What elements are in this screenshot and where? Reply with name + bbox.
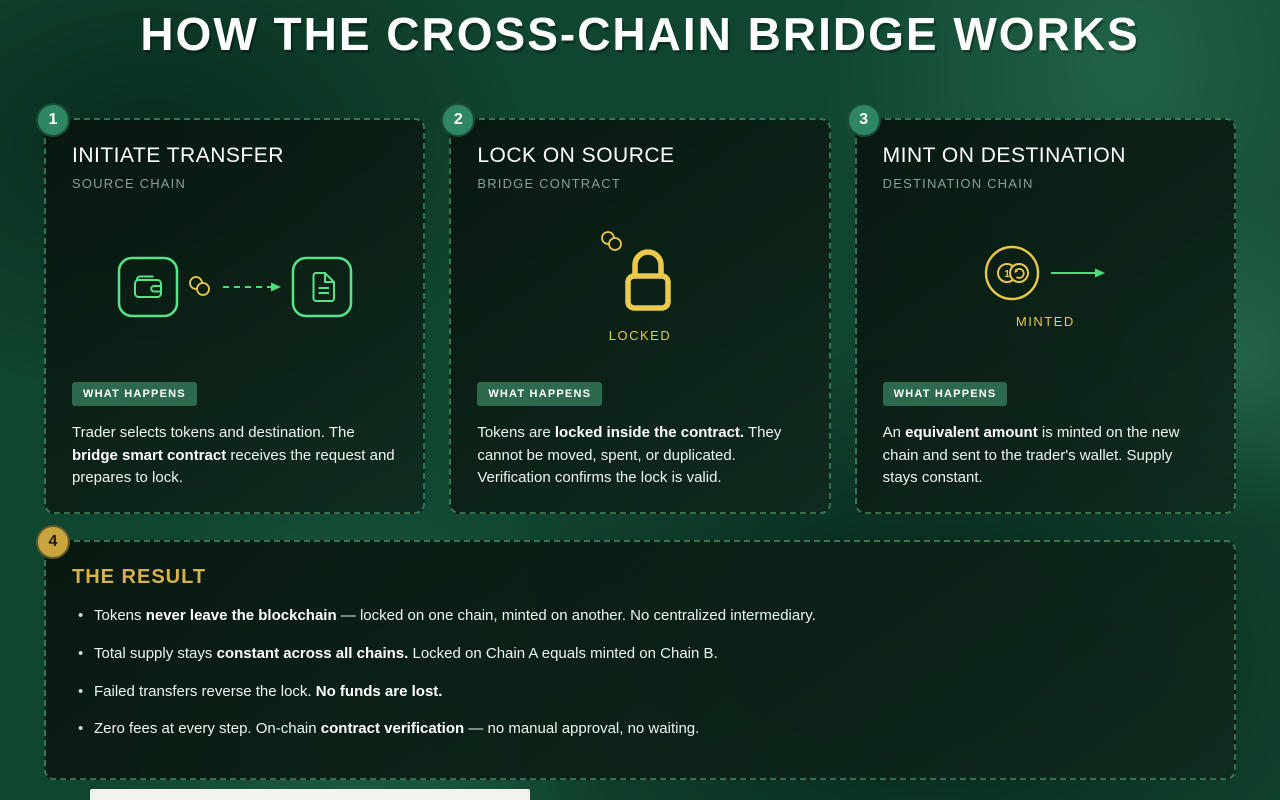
bottom-edge-strip xyxy=(90,789,530,800)
arrow-icon xyxy=(1049,266,1107,280)
result-card: 4 THE RESULT Tokens never leave the bloc… xyxy=(36,525,1236,780)
step-icon-area: 1 MINTED xyxy=(883,191,1208,382)
result-bullet: Total supply stays constant across all c… xyxy=(72,643,1208,665)
step-subtitle: SOURCE CHAIN xyxy=(72,176,187,191)
step-card-initiate-transfer: 1 INITIATE TRANSFER SOURCE CHAIN xyxy=(36,103,426,514)
step-card-mint-on-destination: 3 MINT ON DESTINATION DESTINATION CHAIN … xyxy=(846,103,1236,514)
step-card-lock-on-source: 2 LOCK ON SOURCE BRIDGE CONTRACT LO xyxy=(441,103,831,514)
step-description: Tokens are locked inside the contract. T… xyxy=(477,424,782,486)
result-bullet: Failed transfers reverse the lock. No fu… xyxy=(72,681,1208,703)
step-title: MINT ON DESTINATION xyxy=(882,144,1126,167)
minted-coins-icon: 1 xyxy=(983,244,1041,302)
step-number-badge: 3 xyxy=(846,103,881,137)
what-happens-badge: WHAT HAPPENS xyxy=(882,382,1008,406)
padlock-icon xyxy=(615,244,681,316)
coins-icon xyxy=(599,230,625,254)
page-title: HOW THE CROSS-CHAIN BRIDGE WORKS xyxy=(140,8,1140,60)
steps-row: 1 INITIATE TRANSFER SOURCE CHAIN xyxy=(36,103,1236,514)
step-icon-area: LOCKED xyxy=(477,191,802,382)
step-subtitle: BRIDGE CONTRACT xyxy=(477,176,621,191)
result-bullet: Zero fees at every step. On-chain contra… xyxy=(72,718,1208,740)
step-title: LOCK ON SOURCE xyxy=(477,144,675,167)
result-bullet-list: Tokens never leave the blockchain — lock… xyxy=(72,605,1208,740)
result-title: THE RESULT xyxy=(72,566,207,588)
what-happens-badge: WHAT HAPPENS xyxy=(477,382,603,406)
mint-status-label: MINTED xyxy=(1015,314,1075,329)
step-number-badge: 1 xyxy=(36,103,70,137)
step-description: An equivalent amount is minted on the ne… xyxy=(882,424,1180,486)
wallet-icon xyxy=(117,256,179,318)
result-bullet: Tokens never leave the blockchain — lock… xyxy=(72,605,1208,627)
document-icon xyxy=(291,256,353,318)
what-happens-badge: WHAT HAPPENS xyxy=(72,382,197,406)
step-description: Trader selects tokens and destination. T… xyxy=(72,424,395,486)
lock-status-label: LOCKED xyxy=(608,328,672,343)
step-subtitle: DESTINATION CHAIN xyxy=(882,176,1034,191)
step-number-badge: 2 xyxy=(441,103,476,137)
coins-icon xyxy=(187,275,213,299)
step-icon-area xyxy=(72,191,397,382)
step-title: INITIATE TRANSFER xyxy=(72,144,284,167)
svg-text:1: 1 xyxy=(1005,269,1011,280)
result-number-badge: 4 xyxy=(36,525,70,559)
dashed-arrow-icon xyxy=(221,280,283,294)
